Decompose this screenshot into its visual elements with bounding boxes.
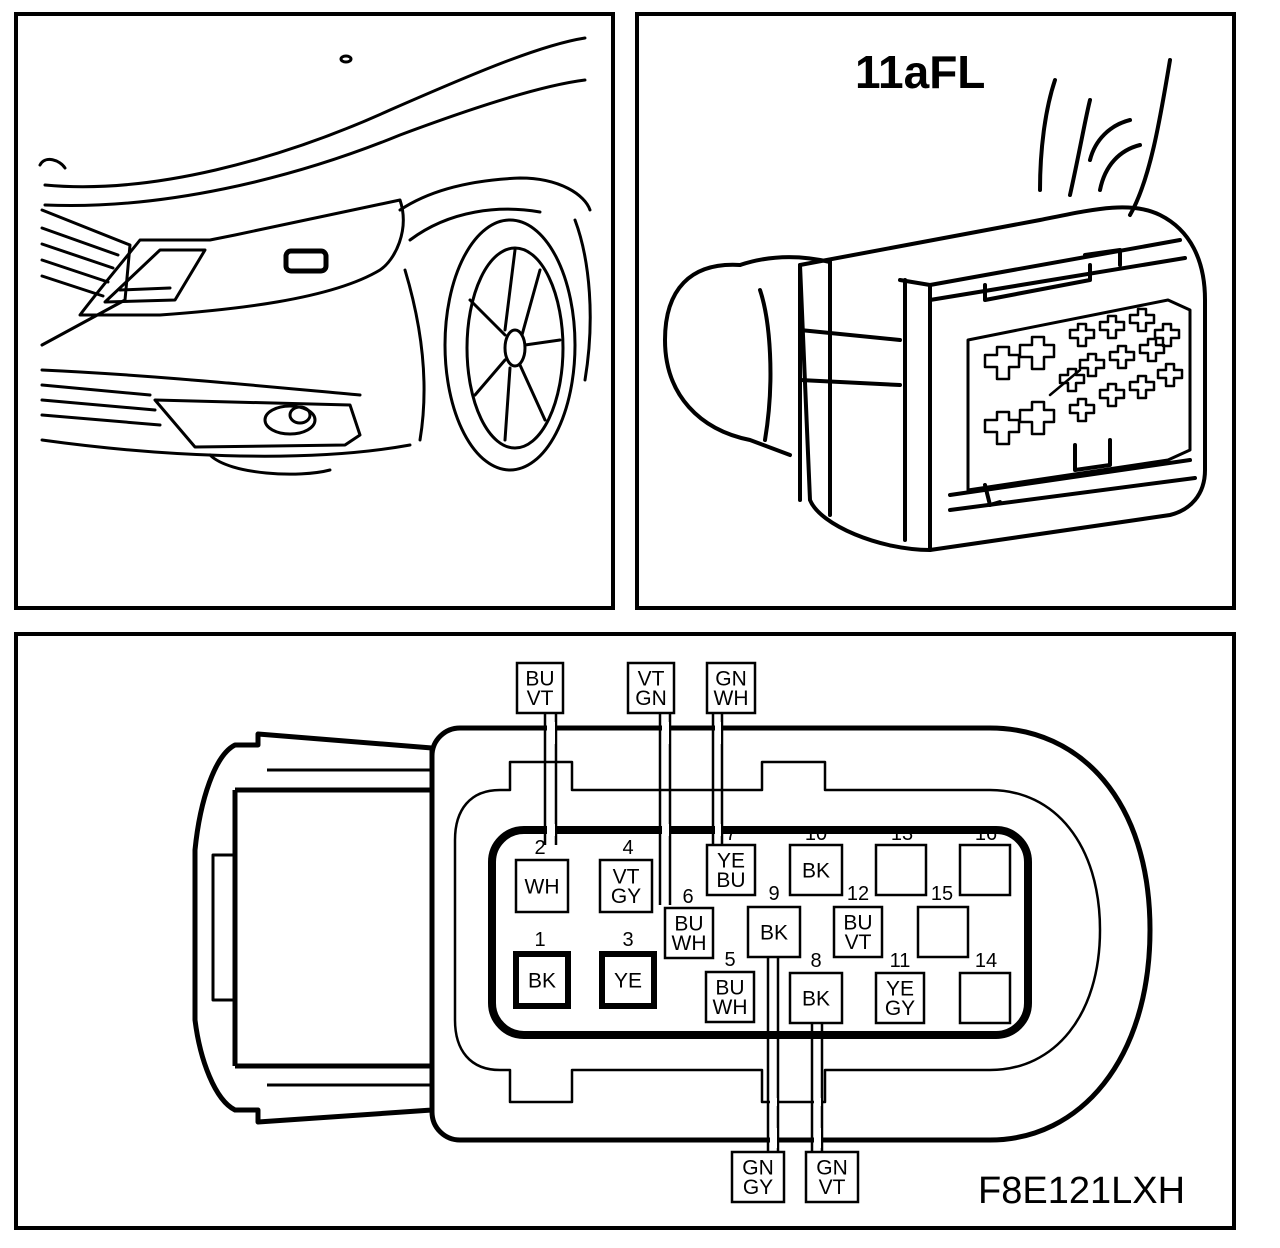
wire-tag-color: WH <box>714 687 749 710</box>
wire-tag-box <box>804 1150 860 1204</box>
wire-tag-box <box>515 661 565 715</box>
pin-cavity <box>874 843 928 897</box>
pin-number: 8 <box>810 950 821 972</box>
pin-number: 5 <box>724 949 735 971</box>
pin-cavity <box>599 951 657 1009</box>
wire-tag-color: GN <box>742 1156 774 1179</box>
pin-13: 13 <box>874 823 928 897</box>
pin-layout: 1BK2WH3YE4VTGY5BUWH6BUWH7YEBU8BK9BK10BK1… <box>513 823 1012 1025</box>
pin-cavity <box>663 906 715 960</box>
pin-wire-color: BU <box>843 911 872 934</box>
pin-15: 15 <box>916 883 970 959</box>
pin-number: 10 <box>805 823 827 845</box>
pin-wire-color: BK <box>760 922 788 945</box>
pin-wire-color: WH <box>672 932 707 955</box>
wire-tag-color: VT <box>638 667 665 690</box>
wire-tag-color: VT <box>819 1176 846 1199</box>
pin-cavity <box>513 951 571 1009</box>
car-front-illustration <box>38 36 592 476</box>
pin-wire-color: WH <box>525 876 560 899</box>
pin-number: 9 <box>768 883 779 905</box>
pin-cavity <box>514 858 570 914</box>
pin-number: 4 <box>622 837 633 859</box>
pin-number: 13 <box>891 823 913 845</box>
pin-wire-color: BU <box>674 912 703 935</box>
wire-tag-color: GN <box>816 1156 848 1179</box>
wire-tag-box <box>730 1150 786 1204</box>
pin-cavity <box>746 905 802 959</box>
wire-tag-color: VT <box>527 687 554 710</box>
pin-number: 12 <box>847 883 869 905</box>
wire-tag-box <box>626 661 676 715</box>
wire-leads <box>543 713 824 1152</box>
pin-number: 15 <box>931 883 953 905</box>
pin-cavity <box>705 843 757 897</box>
pin-3: 3YE <box>599 929 657 1009</box>
pin-16: 16 <box>958 823 1012 897</box>
figure-code: F8E121LXH <box>978 1170 1185 1212</box>
wire-tag-color: BU <box>525 667 554 690</box>
pin-number: 11 <box>890 950 911 972</box>
pin-cavity <box>874 971 926 1025</box>
connector-face-outline <box>192 725 1153 1143</box>
pin-wire-color: BK <box>802 860 830 883</box>
pin-wire-color: YE <box>886 977 914 1000</box>
pin-number: 7 <box>725 823 736 845</box>
pin-cavity <box>832 905 884 959</box>
pin-wire-color: BU <box>716 869 745 892</box>
connector-id-label: 11aFL <box>855 46 985 98</box>
pin-8: 8BK <box>788 950 844 1025</box>
pin-wire-color: GY <box>611 885 641 908</box>
pin-wire-color: VT <box>845 931 872 954</box>
pin-cavity <box>704 970 756 1024</box>
pin-1: 1BK <box>513 929 571 1009</box>
pin-number: 16 <box>975 823 997 845</box>
pin-number: 2 <box>534 837 545 859</box>
pin-number: 1 <box>534 929 545 951</box>
wire-tag-box <box>705 661 757 715</box>
pin-number: 14 <box>975 950 997 972</box>
pin-cavity <box>788 971 844 1025</box>
pin-14: 14 <box>958 950 1012 1025</box>
panel-frames <box>14 12 1236 1230</box>
pin-2: 2WH <box>514 837 570 914</box>
pin-wire-color: BK <box>528 970 556 993</box>
wire-gaps <box>547 722 821 1148</box>
pin-cavity <box>788 843 844 897</box>
pin-wire-color: BU <box>715 976 744 999</box>
pin-wire-color: WH <box>713 996 748 1019</box>
pin-cavity <box>916 905 970 959</box>
wire-tag-color: GY <box>743 1176 773 1199</box>
pin-wire-color: YE <box>614 970 642 993</box>
pin-cavity <box>958 971 1012 1025</box>
pin-number: 3 <box>622 929 633 951</box>
pin-cavity <box>958 843 1012 897</box>
connector-3d-illustration <box>663 58 1207 552</box>
pin-9: 9BK <box>746 883 802 959</box>
pin-wire-color: YE <box>717 849 745 872</box>
pin-cavity <box>598 858 654 914</box>
pin-wire-color: VT <box>613 865 640 888</box>
pin-wire-color: GY <box>885 997 915 1020</box>
wire-tag-color: GN <box>715 667 747 690</box>
pin-number: 6 <box>682 886 693 908</box>
pin-wire-color: BK <box>802 988 830 1011</box>
wire-tag-color: GN <box>635 687 667 710</box>
